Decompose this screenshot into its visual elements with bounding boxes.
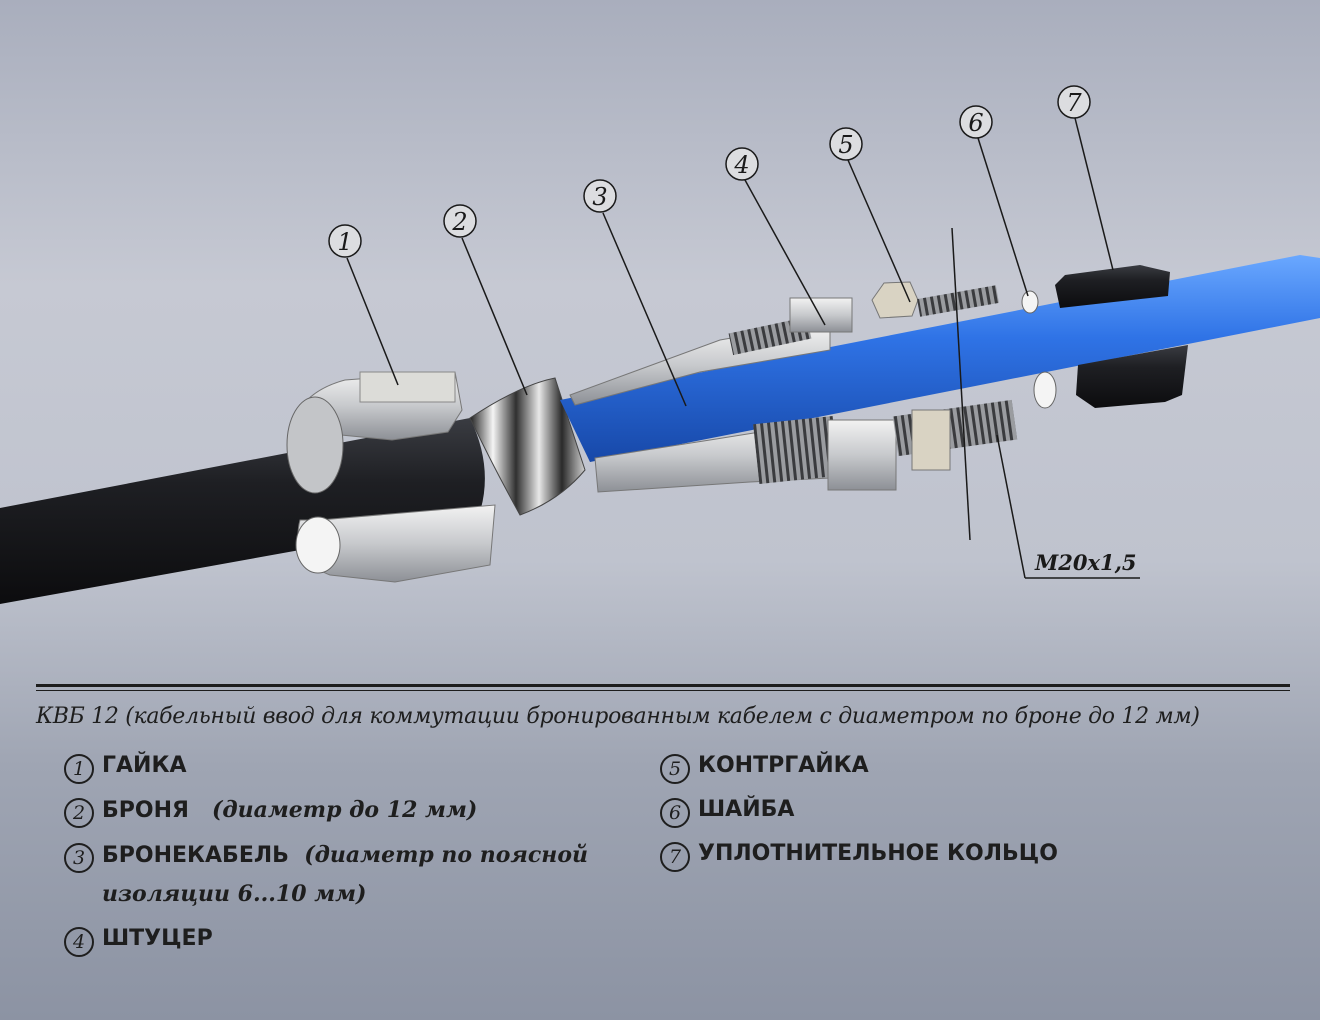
sealing-ring-part xyxy=(1055,265,1188,408)
legend-item-3: 3 БРОНЕКАБЕЛЬ (диаметр по поясной изоляц… xyxy=(64,841,624,914)
thread-spec-label: M20x1,5 xyxy=(1034,550,1137,575)
legend-item-6: 6 ШАЙБА xyxy=(660,796,1280,829)
callout-4: 4 xyxy=(725,147,759,181)
legend-number-badge: 7 xyxy=(660,842,690,872)
legend-number-badge: 6 xyxy=(660,798,690,828)
svg-text:4: 4 xyxy=(733,151,749,179)
legend-number-badge: 2 xyxy=(64,798,94,828)
legend-name: БРОНЯ xyxy=(102,798,189,823)
divider-thin xyxy=(36,690,1290,691)
legend-number-badge: 3 xyxy=(64,843,94,873)
svg-text:7: 7 xyxy=(1066,89,1082,117)
callout-7: 7 xyxy=(1057,85,1091,119)
legend-item-7: 7 УПЛОТНИТЕЛЬНОЕ КОЛЬЦО xyxy=(660,840,1280,873)
legend-name: ШТУЦЕР xyxy=(102,926,213,951)
callout-1: 1 xyxy=(328,224,362,258)
legend-name: ГАЙКА xyxy=(102,753,187,778)
svg-text:5: 5 xyxy=(838,131,853,159)
divider-thick xyxy=(36,684,1290,687)
legend-item-4: 4 ШТУЦЕР xyxy=(64,925,624,958)
legend-name: ШАЙБА xyxy=(698,797,795,822)
legend-item-5: 5 КОНТРГАЙКА xyxy=(660,752,1280,785)
callout-5: 5 xyxy=(829,127,863,161)
legend-note: (диаметр по поясной изоляции 6...10 мм) xyxy=(102,842,589,907)
inner-cable xyxy=(560,255,1320,462)
cable-gland-exploded-view: 1 2 3 4 5 6 7 M20x1,5 xyxy=(0,85,1320,604)
legend-name: БРОНЕКАБЕЛЬ xyxy=(102,843,289,868)
svg-text:6: 6 xyxy=(968,109,983,137)
locknut-part xyxy=(871,281,1018,471)
nut-part xyxy=(286,371,496,583)
armour-cone xyxy=(469,377,586,516)
legend-number-badge: 5 xyxy=(660,754,690,784)
callout-6: 6 xyxy=(959,105,993,139)
fitting-body xyxy=(569,297,897,493)
legend-right-column: 5 КОНТРГАЙКА 6 ШАЙБА 7 УПЛОТНИТЕЛЬНОЕ КО… xyxy=(660,752,1280,884)
svg-text:2: 2 xyxy=(451,208,467,236)
legend-number-badge: 1 xyxy=(64,754,94,784)
svg-text:1: 1 xyxy=(337,228,352,256)
callout-2: 2 xyxy=(443,204,477,238)
callout-3: 3 xyxy=(583,179,617,213)
legend-item-2: 2 БРОНЯ (диаметр до 12 мм) xyxy=(64,796,624,830)
legend-name: УПЛОТНИТЕЛЬНОЕ КОЛЬЦО xyxy=(698,841,1058,866)
svg-text:3: 3 xyxy=(592,183,607,211)
legend-item-1: 1 ГАЙКА xyxy=(64,752,624,785)
legend-name: КОНТРГАЙКА xyxy=(698,753,869,778)
washer-part xyxy=(1021,290,1057,409)
armoured-cable-sheath xyxy=(0,418,485,604)
leader-lines xyxy=(346,117,1140,579)
legend-number-badge: 4 xyxy=(64,927,94,957)
figure-caption: КВБ 12 (кабельный ввод для коммутации бр… xyxy=(36,704,1200,729)
legend-note: (диаметр до 12 мм) xyxy=(211,797,478,823)
legend-left-column: 1 ГАЙКА 2 БРОНЯ (диаметр до 12 мм) 3 БРО… xyxy=(64,752,624,969)
